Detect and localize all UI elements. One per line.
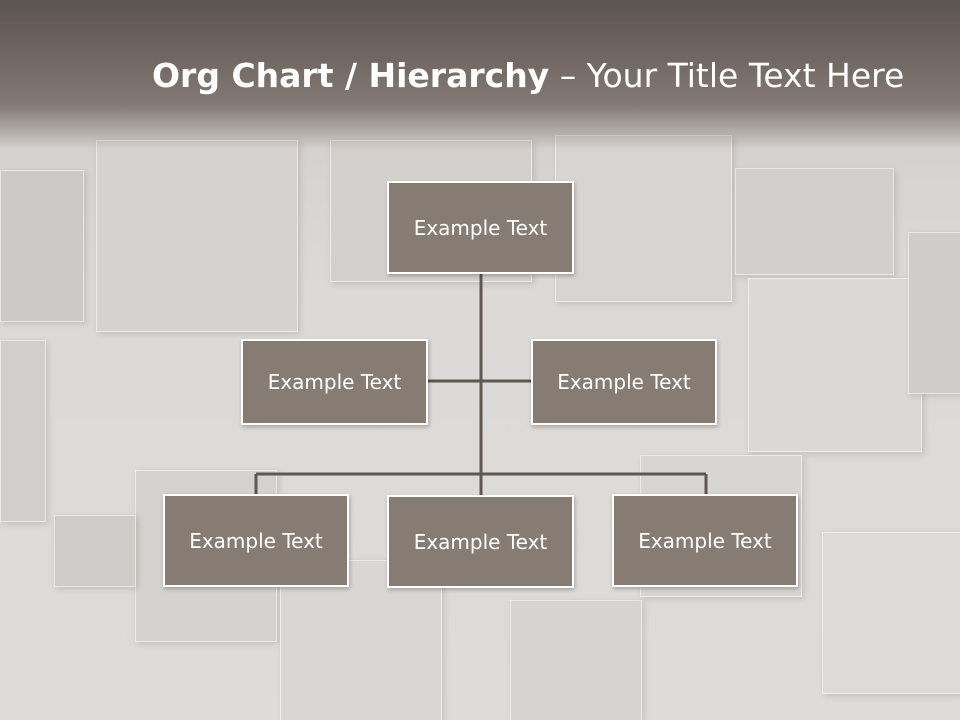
org-node-level2-center[interactable]: Example Text: [387, 495, 574, 588]
slide-title-rest: – Your Title Text Here: [549, 56, 905, 95]
org-node-root[interactable]: Example Text: [387, 181, 574, 274]
slide-title: Org Chart / Hierarchy – Your Title Text …: [152, 52, 932, 100]
org-node-level1-left[interactable]: Example Text: [241, 339, 428, 425]
org-node-level2-right[interactable]: Example Text: [612, 494, 798, 587]
slide-title-bold: Org Chart / Hierarchy: [152, 56, 550, 95]
org-node-level2-left[interactable]: Example Text: [163, 494, 349, 587]
org-node-level1-right[interactable]: Example Text: [531, 339, 717, 425]
header-band: [0, 0, 960, 150]
